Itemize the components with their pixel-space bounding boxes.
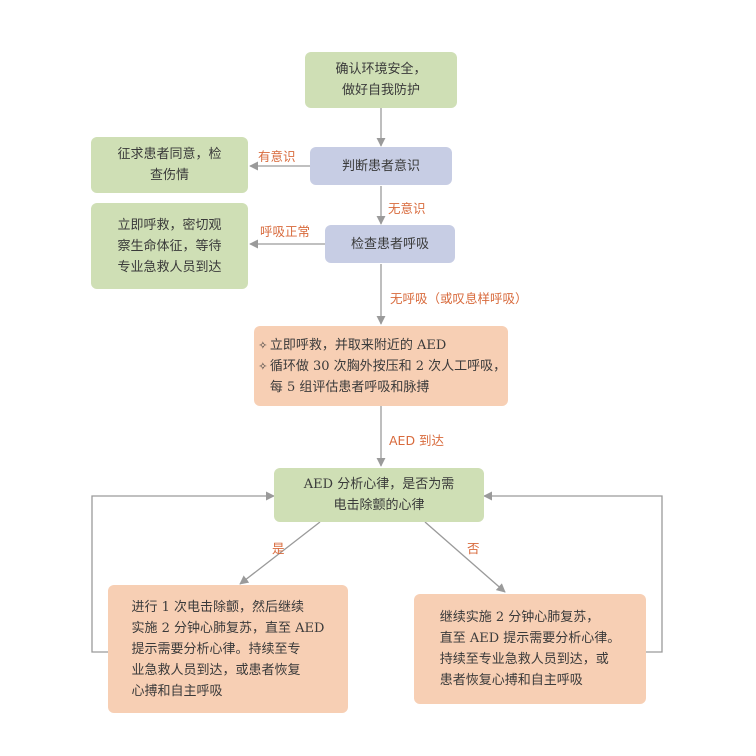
node-text-line: 检查患者呼吸 [350, 236, 429, 252]
node-text-line: 持续至专业急救人员到达，或 [439, 652, 609, 667]
label-unconscious: 无意识 [388, 201, 426, 216]
node-text-line: 业急救人员到达，或患者恢复 [131, 662, 301, 678]
node-cpr: ✧ 立即呼救，并取来附近的 AED ✧ 循环做 30 次胸外按压和 2 次人工呼… [254, 326, 508, 406]
node-text-line: 循环做 30 次胸外按压和 2 次人工呼吸， [269, 358, 507, 374]
node-aed-analyze: AED 分析心律，是否为需 电击除颤的心律 [274, 468, 484, 522]
node-text-line: 立即呼救，并取来附近的 AED [269, 337, 447, 353]
label-conscious: 有意识 [258, 149, 296, 164]
label-yes: 是 [272, 541, 285, 556]
node-text-line: 专业急救人员到达 [117, 259, 222, 275]
label-aed-arrives: AED 到达 [389, 433, 445, 448]
node-text-line: 察生命体征，等待 [117, 238, 222, 254]
node-text-line: AED 分析心律，是否为需 [303, 477, 455, 492]
node-text-line: 实施 2 分钟心肺复苏，直至 AED [131, 620, 325, 636]
node-text-line: 进行 1 次电击除颤，然后继续 [131, 599, 305, 615]
node-text-line: 直至 AED 提示需要分析心律。 [439, 631, 621, 646]
node-text-line: 继续实施 2 分钟心肺复苏， [439, 610, 600, 625]
node-no-shock: 继续实施 2 分钟心肺复苏， 直至 AED 提示需要分析心律。 持续至专业急救人… [414, 594, 646, 704]
arrow-aed-to-no-shock [424, 521, 506, 593]
node-text-line: 立即呼救，密切观 [117, 217, 222, 233]
diamond-bullet-icon: ✧ [258, 359, 268, 373]
node-seek-consent: 征求患者同意，检 查伤情 [91, 137, 248, 193]
node-text-line: 心搏和自主呼吸 [131, 683, 223, 699]
node-text-line: 征求患者同意，检 [117, 147, 222, 162]
node-check-breathing: 检查患者呼吸 [325, 225, 455, 263]
label-no: 否 [467, 541, 480, 556]
loop-shock-to-aed [91, 491, 275, 653]
node-text-line: 查伤情 [149, 168, 189, 183]
label-no-breathing: 无呼吸（或叹息样呼吸） [390, 291, 528, 306]
node-text-line: 做好自我防护 [341, 83, 420, 98]
diamond-bullet-icon: ✧ [258, 338, 268, 352]
node-judge-consciousness: 判断患者意识 [310, 147, 452, 185]
node-text-line: 患者恢复心搏和自主呼吸 [439, 673, 583, 688]
node-text-line: 每 5 组评估患者呼吸和脉搏 [269, 379, 430, 395]
loop-no-shock-to-aed [483, 491, 663, 653]
node-text-line: 电击除颤的心律 [333, 498, 425, 513]
label-breathing-normal: 呼吸正常 [260, 224, 311, 239]
node-text-line: 判断患者意识 [341, 158, 420, 174]
node-text-line: 确认环境安全， [335, 62, 427, 77]
node-shock: 进行 1 次电击除颤，然后继续 实施 2 分钟心肺复苏，直至 AED 提示需要分… [108, 585, 348, 713]
node-text-line: 提示需要分析心律。持续至专 [131, 641, 301, 657]
node-call-and-observe: 立即呼救，密切观 察生命体征，等待 专业急救人员到达 [91, 203, 248, 289]
node-confirm-environment: 确认环境安全， 做好自我防护 [305, 52, 457, 108]
arrow-aed-to-shock [239, 521, 321, 585]
